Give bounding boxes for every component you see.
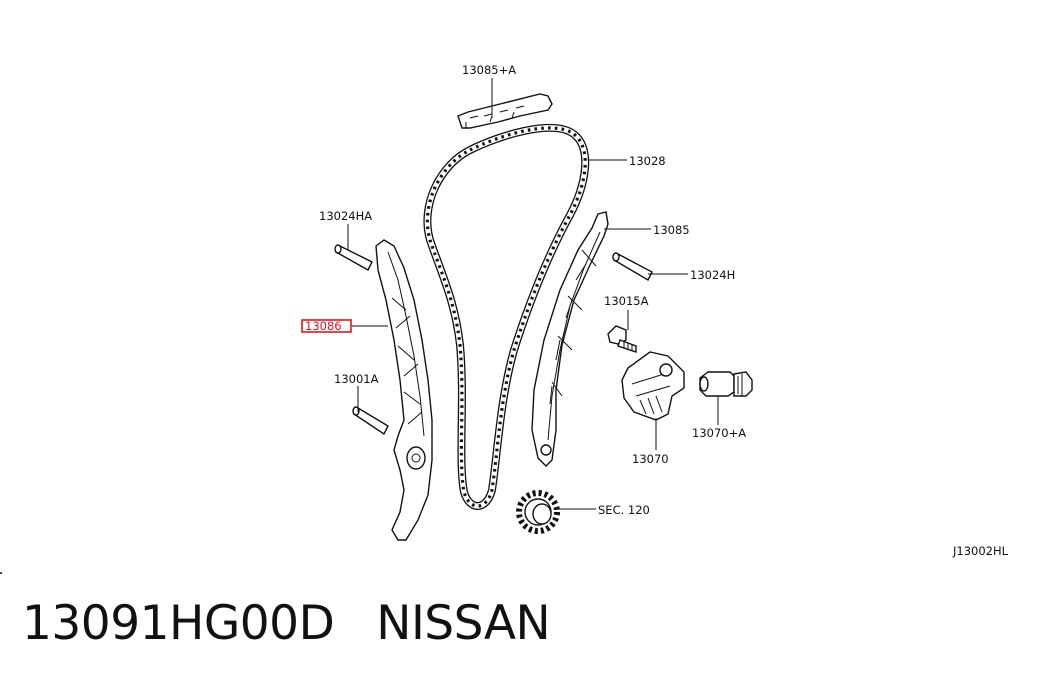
- brand-name: NISSAN: [376, 596, 551, 651]
- pin-left-upper: [334, 244, 373, 271]
- label-13024ha: 13024HA: [319, 209, 372, 223]
- part-number: 13091HG00D: [22, 596, 335, 651]
- crank-sprocket: [516, 490, 560, 534]
- upper-chain-guide: [457, 93, 553, 129]
- timing-chain: [423, 123, 590, 510]
- label-13070a: 13070+A: [692, 426, 746, 440]
- highlighted-callout[interactable]: 13086: [301, 319, 352, 333]
- label-13085: 13085: [653, 223, 690, 237]
- part-title: 13091HG00D NISSAN: [22, 596, 551, 651]
- label-13024h: 13024H: [690, 268, 735, 282]
- left-slack-guide: [375, 239, 433, 541]
- leader-lines: [347, 78, 719, 510]
- pin-right: [612, 252, 653, 281]
- label-13015a: 13015A: [604, 294, 649, 308]
- label-13028: 13028: [629, 154, 666, 168]
- bolt: [607, 325, 637, 353]
- highlight-box: [301, 319, 352, 333]
- tensioner: [621, 351, 685, 421]
- edge-mark: [0, 572, 2, 574]
- label-sec-120: SEC. 120: [598, 503, 650, 517]
- label-13086: 13086: [305, 319, 342, 333]
- label-13001a: 13001A: [334, 372, 379, 386]
- callout-labels: 13085+A 13028 13085 13024HA 13024H 13015…: [301, 63, 1009, 558]
- diagram-code: J13002HL: [952, 544, 1009, 558]
- right-chain-guide: [531, 211, 609, 467]
- label-13085a: 13085+A: [462, 63, 516, 77]
- label-13070: 13070: [632, 452, 669, 466]
- tensioner-plunger: [699, 371, 753, 397]
